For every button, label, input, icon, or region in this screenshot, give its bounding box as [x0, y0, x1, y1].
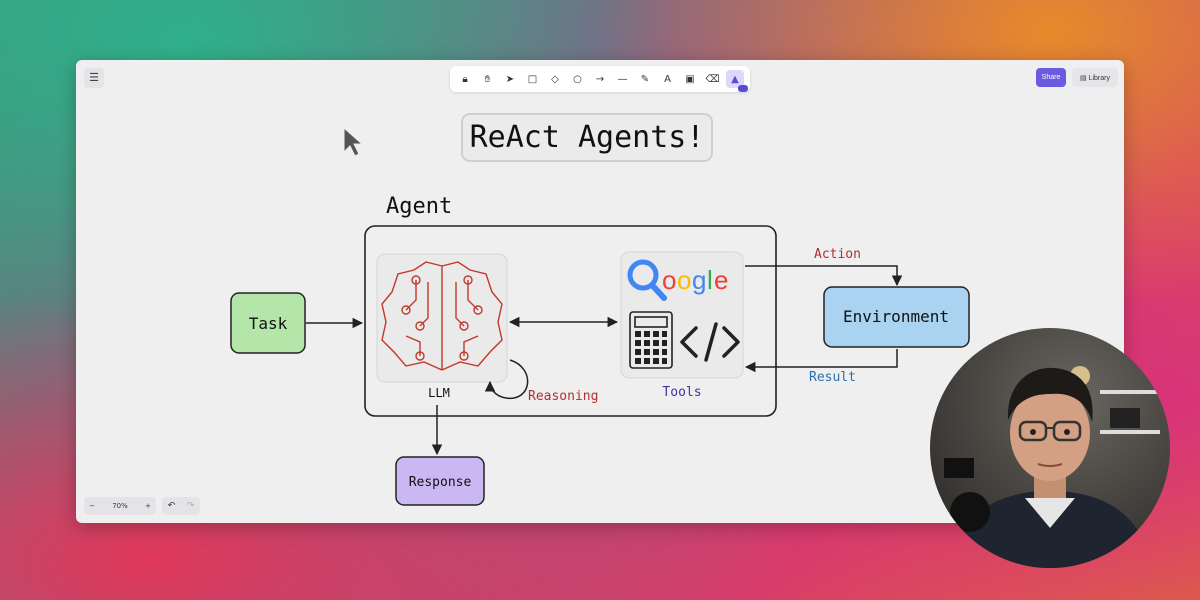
zoom-out-button[interactable]: −: [89, 502, 95, 510]
ellipse-icon[interactable]: ○: [573, 73, 582, 85]
code-icon: [680, 322, 740, 362]
hamburger-menu-button[interactable]: ☰: [84, 68, 104, 88]
title-box[interactable]: [461, 113, 713, 162]
presenter-video-icon: [930, 328, 1170, 568]
calculator-icon: [629, 311, 673, 369]
line-icon[interactable]: —: [617, 73, 628, 85]
library-label: Library: [1088, 74, 1110, 82]
brain-icon: [381, 261, 503, 371]
rectangle-icon[interactable]: □: [527, 73, 538, 85]
selection-icon[interactable]: ➤: [505, 73, 515, 85]
task-label: Task: [249, 314, 288, 333]
task-box[interactable]: [230, 292, 306, 354]
result-arrow: [744, 349, 898, 373]
action-label: Action: [814, 247, 861, 262]
llm-label: LLM: [428, 386, 450, 400]
google-letter-3: g: [692, 265, 706, 295]
redo-icon[interactable]: ↷: [186, 501, 195, 511]
google-letter-2: o: [677, 265, 691, 295]
reasoning-label: Reasoning: [528, 389, 598, 404]
drawing-toolbar: 🔒︎ ✋︎ ➤ □ ◇ ○ → — ✎ A ▣ ⌫ ▲: [450, 66, 750, 92]
google-letter-5: e: [714, 265, 728, 295]
pencil-icon[interactable]: ✎: [640, 73, 650, 85]
undo-icon[interactable]: ↶: [167, 501, 176, 511]
zoom-level[interactable]: 70%: [112, 502, 128, 510]
tools-label: Tools: [662, 385, 701, 400]
google-letter-4: l: [707, 265, 713, 295]
response-label: Response: [409, 475, 472, 490]
whiteboard-window: ☰ 🔒︎ ✋︎ ➤ □ ◇ ○ → — ✎ A ▣ ⌫ ▲ Share ▤ Li…: [76, 60, 1124, 523]
mouse-cursor-icon: [343, 126, 364, 157]
shapes-icon[interactable]: ▲: [726, 70, 748, 92]
google-letter-1: o: [662, 265, 676, 295]
response-box[interactable]: [395, 456, 485, 506]
text-icon[interactable]: A: [664, 73, 671, 85]
zoom-controls: − 70% +: [84, 497, 156, 515]
arrow-icon[interactable]: →: [595, 73, 605, 85]
agent-container[interactable]: [364, 225, 777, 417]
hand-icon[interactable]: ✋︎: [484, 73, 491, 85]
lock-icon[interactable]: 🔒︎: [462, 73, 468, 85]
library-button[interactable]: ▤ Library: [1072, 68, 1118, 87]
hamburger-icon: ☰: [89, 72, 99, 84]
shapes-badge: [738, 85, 748, 92]
environment-label: Environment: [843, 307, 949, 326]
diagram-canvas: ReAct Agents! Agent Task LLM Reasoning: [230, 113, 970, 506]
result-label: Result: [809, 370, 856, 385]
diagram-title: ReAct Agents!: [470, 120, 705, 155]
zoom-in-button[interactable]: +: [145, 502, 151, 510]
image-icon[interactable]: ▣: [685, 73, 695, 85]
book-icon: ▤: [1080, 74, 1087, 82]
reasoning-loop-arrow: [484, 359, 529, 399]
history-controls: ↶ ↷: [162, 497, 200, 515]
environment-box[interactable]: [823, 286, 970, 348]
eraser-icon[interactable]: ⌫: [705, 73, 720, 85]
google-logo: o o g l e: [627, 259, 728, 301]
share-button[interactable]: Share: [1036, 68, 1066, 87]
agent-label: Agent: [386, 194, 452, 219]
diamond-icon[interactable]: ◇: [551, 73, 559, 85]
action-arrow: [745, 265, 903, 287]
presenter-webcam: [930, 328, 1170, 568]
